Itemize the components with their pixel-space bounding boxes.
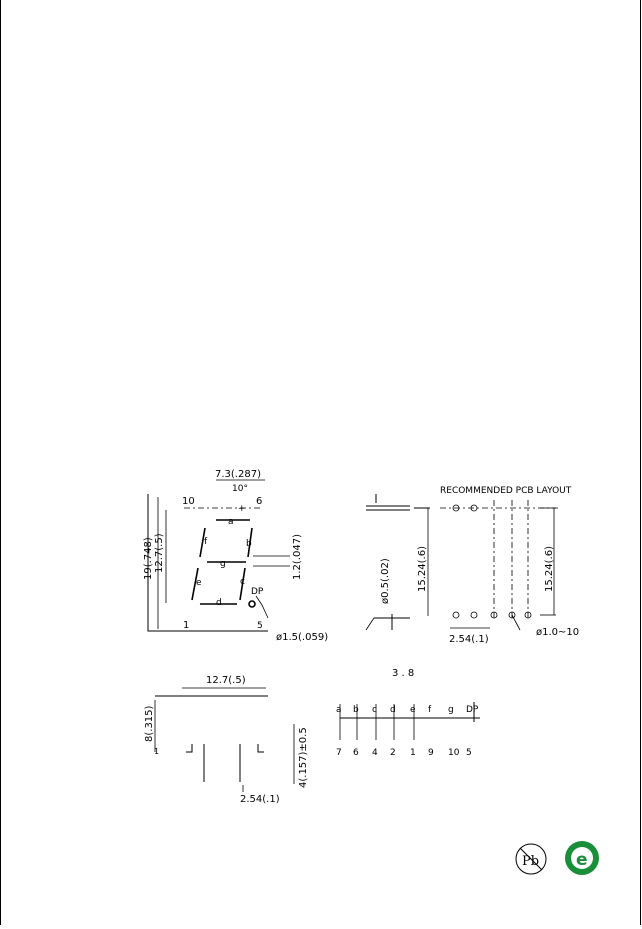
segment-e bbox=[191, 567, 199, 601]
segment-dp bbox=[248, 600, 256, 608]
bottom-dim-width: 12.7(.5) bbox=[206, 675, 246, 686]
pin-label-6: 6 bbox=[256, 496, 262, 507]
side-dim-hole: ø1.5(.059) bbox=[276, 632, 328, 643]
pb-circle bbox=[515, 843, 547, 875]
bottom-pin-one: 1 bbox=[154, 747, 159, 756]
bottom-notch-right bbox=[257, 744, 264, 753]
seg-label-c: c bbox=[240, 577, 245, 587]
pcb-hole bbox=[470, 504, 478, 512]
pcb-dim-hole: ø1.0~10 bbox=[536, 627, 579, 638]
pcb-hole-leader bbox=[511, 614, 521, 631]
schematic-pin-labels: 7 6 4 2 1 9 10 5 bbox=[336, 748, 472, 758]
schematic-pin-1: 1 bbox=[410, 748, 416, 758]
eco-badge: e bbox=[565, 841, 599, 875]
pcb-layout: RECOMMENDED PCB LAYOUT 15.24(.6) 2.54(.1… bbox=[440, 486, 579, 645]
seg-label-f: f bbox=[204, 537, 208, 547]
bottom-dim-pitch: 2.54(.1) bbox=[240, 794, 280, 805]
schematic-segment-a: a bbox=[336, 705, 342, 715]
schematic-segment-e: e bbox=[410, 705, 416, 715]
schematic-pin-9: 9 bbox=[428, 748, 434, 758]
dim-segment: 1.2(.047) bbox=[292, 534, 303, 580]
schematic-segment-b: b bbox=[353, 705, 359, 715]
pin-label-5: 5 bbox=[257, 621, 263, 631]
label-dp: DP bbox=[251, 587, 264, 597]
pcb-hole bbox=[470, 611, 478, 619]
seg-label-d: d bbox=[216, 598, 222, 608]
seg-label-g: g bbox=[220, 559, 226, 569]
schematic-segment-dp: DP bbox=[466, 705, 479, 715]
eco-inner bbox=[571, 847, 593, 869]
pb-free-badge: Pb bbox=[515, 843, 547, 875]
pcb-dim-row: 15.24(.6) bbox=[544, 546, 555, 592]
schematic-segment-labels: a b c d e f g DP bbox=[336, 704, 479, 740]
bottom-notch-left bbox=[186, 744, 193, 753]
body-outline bbox=[147, 494, 268, 632]
schematic-segment-f: f bbox=[428, 705, 432, 715]
pb-label: Pb bbox=[522, 854, 539, 869]
bottom-view: 12.7(.5) 8(.315) 1 2.54(.1) 4(.157)±0.5 bbox=[144, 675, 309, 805]
schematic-pin-7: 7 bbox=[336, 748, 342, 758]
schematic-title: 3 . 8 bbox=[392, 668, 414, 679]
schematic-pin-4: 4 bbox=[372, 748, 378, 758]
side-dim-pin: ø0.5(.02) bbox=[380, 558, 391, 604]
dim-angle: 10° bbox=[232, 484, 248, 494]
pcb-hole bbox=[508, 611, 516, 619]
pcb-hole bbox=[452, 611, 460, 619]
pcb-title: RECOMMENDED PCB LAYOUT bbox=[440, 486, 572, 496]
front-view: 19(.748) 12.7(.5) 7.3(.287) 10° 10 6 + a… bbox=[143, 469, 303, 632]
dp-leader bbox=[255, 595, 269, 619]
segment-b bbox=[247, 527, 253, 558]
pin-label-10: 10 bbox=[182, 496, 195, 507]
side-dim-row: 15.24(.6) bbox=[417, 546, 428, 592]
dim-width: 7.3(.287) bbox=[215, 469, 261, 480]
seg-label-e: e bbox=[196, 578, 202, 588]
pcb-dim-pitch: 2.54(.1) bbox=[449, 634, 489, 645]
bottom-dim-height: 8(.315) bbox=[144, 705, 155, 742]
schematic-pin-10: 10 bbox=[448, 748, 460, 758]
schematic-pin-2: 2 bbox=[390, 748, 396, 758]
pcb-hole bbox=[452, 504, 460, 512]
side-leader bbox=[365, 617, 375, 631]
dim-height-total: 19(.748) bbox=[143, 537, 154, 580]
pcb-hole bbox=[490, 611, 498, 619]
seg-label-a: a bbox=[228, 517, 234, 527]
seg-label-b: b bbox=[246, 539, 252, 549]
schematic: 3 . 8 a b c d e f g DP 7 6 4 2 1 9 10 5 bbox=[336, 668, 480, 758]
bottom-dim-pin-len: 4(.157)±0.5 bbox=[298, 727, 309, 788]
schematic-segment-d: d bbox=[390, 705, 396, 715]
schematic-pin-5: 5 bbox=[466, 748, 472, 758]
segment-f bbox=[199, 527, 206, 558]
pb-slash bbox=[519, 847, 543, 871]
eco-label: e bbox=[576, 850, 588, 870]
segment-c bbox=[239, 567, 246, 601]
schematic-pin-6: 6 bbox=[353, 748, 359, 758]
side-view: 15.24(.6) ø0.5(.02) ø1.5(.059) bbox=[276, 494, 430, 643]
pin-label-1: 1 bbox=[183, 620, 189, 631]
pcb-hole bbox=[524, 611, 532, 619]
schematic-segment-c: c bbox=[372, 705, 377, 715]
pin-mark: + bbox=[238, 504, 246, 514]
schematic-segment-g: g bbox=[448, 705, 454, 715]
dim-height-digit: 12.7(.5) bbox=[154, 533, 165, 573]
